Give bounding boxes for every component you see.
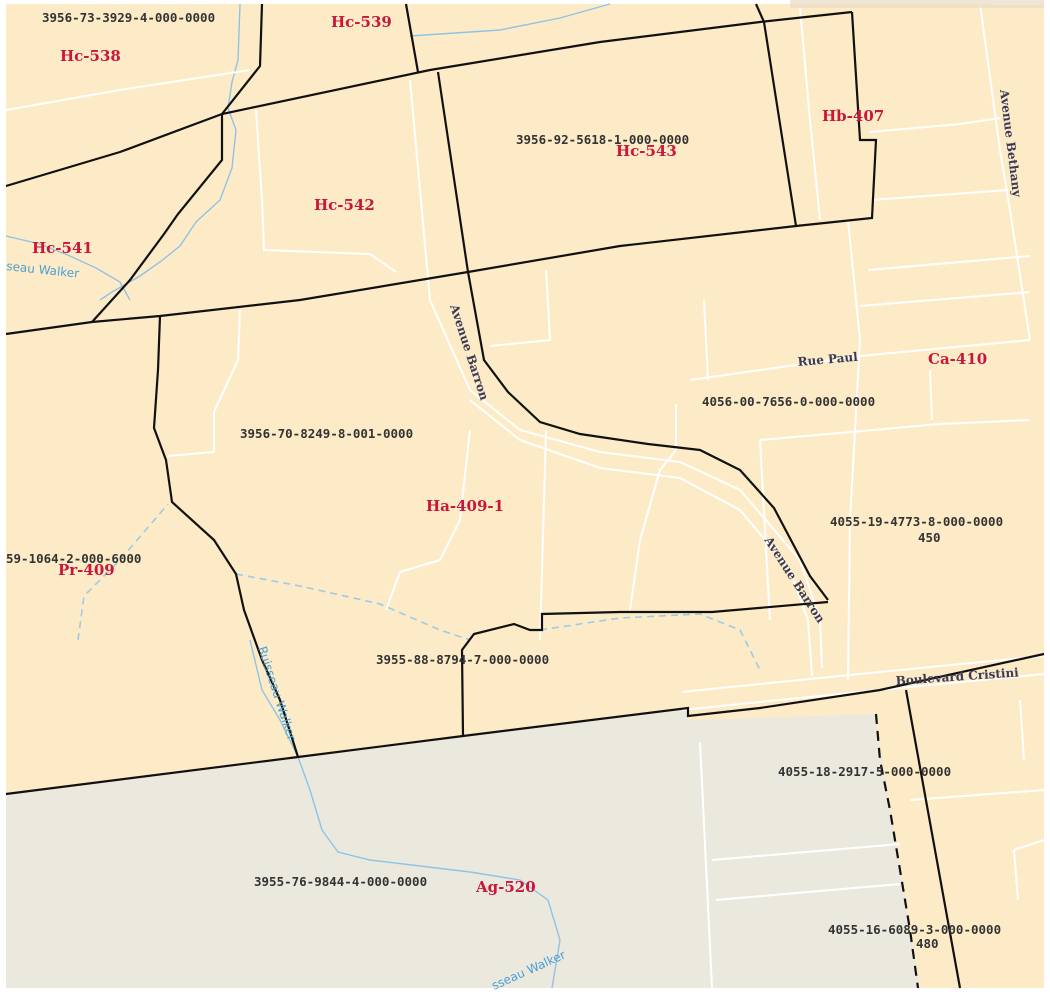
- lot-label: 4055-19-4773-8-000-0000: [830, 514, 1003, 529]
- zone-label-ag-520: Ag-520: [475, 878, 536, 896]
- lot-label: 4055-16-6089-3-000-0000: [828, 922, 1001, 937]
- zone-label-hc-539: Hc-539: [331, 13, 392, 31]
- walker-stream: [5, 3, 611, 989]
- agricultural-area: [6, 708, 920, 988]
- lot-label: 59-1064-2-000-6000: [6, 551, 141, 566]
- lot-civic-number: 480: [916, 936, 939, 951]
- street-label-rue-paul: Rue Paul: [797, 350, 859, 369]
- lot-label: 4056-00-7656-0-000-0000: [702, 394, 875, 409]
- lot-label: 3955-76-9844-4-000-0000: [254, 874, 427, 889]
- intermittent-stream: [77, 503, 761, 671]
- lot-label: 3956-73-3929-4-000-0000: [42, 10, 215, 25]
- zone-label-hc-542: Hc-542: [314, 196, 375, 214]
- lot-boundaries: [5, 3, 1045, 989]
- zone-label-pr-409: Pr-409: [58, 561, 115, 579]
- road-network: [5, 3, 1045, 989]
- zone-label-ca-410: Ca-410: [928, 350, 987, 368]
- lot-label: 3956-70-8249-8-001-0000: [240, 426, 413, 441]
- zone-label-hb-407: Hb-407: [822, 107, 884, 125]
- lot-label: 4055-18-2917-5-000-0000: [778, 764, 951, 779]
- zone-label-hc-541: Hc-541: [32, 239, 93, 257]
- zone-label-hc-543: Hc-543: [616, 142, 677, 160]
- zone-label-ha-409-1: Ha-409-1: [426, 497, 504, 515]
- lot-label: 3956-92-5618-1-000-0000: [516, 132, 689, 147]
- lot-civic-number: 450: [918, 530, 941, 545]
- lot-label: 3955-88-8794-7-000-0000: [376, 652, 549, 667]
- map-edge-shadow: [790, 0, 1044, 8]
- zone-label-hc-538: Hc-538: [60, 47, 121, 65]
